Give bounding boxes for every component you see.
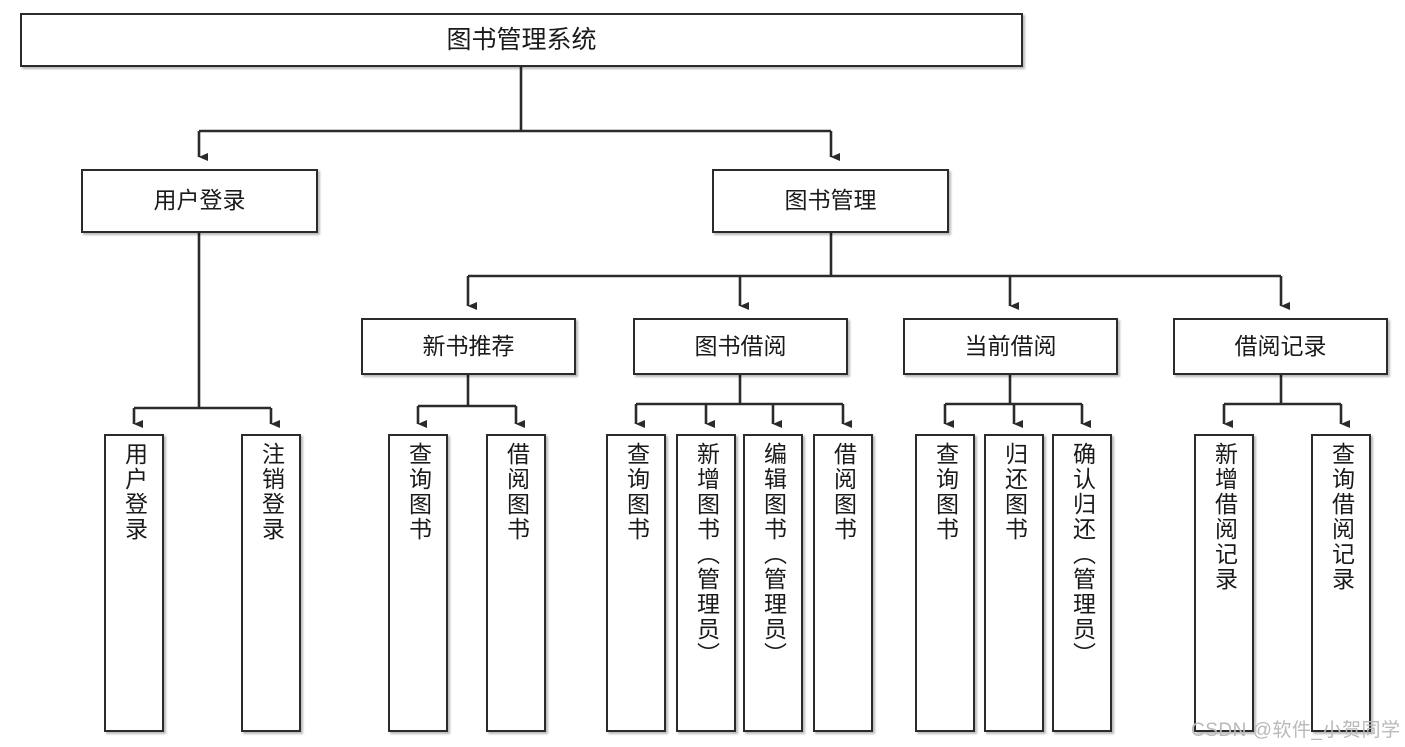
node-label: 新书推荐	[422, 332, 515, 359]
node-book-management[interactable]: 图书管理	[712, 169, 949, 233]
node-label: 用户登录	[153, 187, 246, 214]
node-new-book-recommend[interactable]: 新书推荐	[361, 318, 576, 375]
node-label: 图书借阅	[694, 332, 787, 359]
node-label: 图书管理系统	[446, 26, 597, 54]
leaf-current-confirm-return[interactable]: 确认归还（管理员）	[1052, 434, 1112, 732]
node-book-borrow[interactable]: 图书借阅	[633, 318, 848, 375]
leaf-new-book-borrow[interactable]: 借阅图书	[486, 434, 546, 732]
leaf-borrow-edit-book[interactable]: 编辑图书（管理员）	[743, 434, 803, 732]
node-label: 查询图书	[932, 442, 959, 542]
node-label: 用户登录	[121, 442, 148, 542]
leaf-record-query[interactable]: 查询借阅记录	[1311, 434, 1371, 732]
leaf-borrow-add-book[interactable]: 新增图书（管理员）	[676, 434, 736, 732]
node-borrow-record[interactable]: 借阅记录	[1173, 318, 1388, 375]
node-label: 查询借阅记录	[1328, 442, 1355, 592]
node-label: 注销登录	[258, 442, 285, 542]
node-label: 借阅图书	[830, 442, 857, 542]
leaf-borrow-query-book[interactable]: 查询图书	[606, 434, 666, 732]
node-root-library-system[interactable]: 图书管理系统	[20, 13, 1023, 67]
node-label: 查询图书	[405, 442, 432, 542]
node-label: 图书管理	[784, 187, 877, 214]
node-user-login[interactable]: 用户登录	[81, 169, 318, 233]
node-label: 新增借阅记录	[1211, 442, 1238, 592]
leaf-current-query-book[interactable]: 查询图书	[915, 434, 975, 732]
csdn-watermark: CSDN @软件_小贺同学	[1191, 720, 1401, 741]
leaf-record-add[interactable]: 新增借阅记录	[1194, 434, 1254, 732]
node-label: 编辑图书（管理员）	[760, 442, 787, 667]
node-label: 当前借阅	[964, 332, 1057, 359]
leaf-new-book-query[interactable]: 查询图书	[388, 434, 448, 732]
node-current-borrow[interactable]: 当前借阅	[903, 318, 1118, 375]
node-label: 查询图书	[623, 442, 650, 542]
node-label: 借阅记录	[1234, 332, 1327, 359]
leaf-user-login-signin[interactable]: 用户登录	[104, 434, 164, 732]
node-label: 归还图书	[1001, 442, 1028, 542]
node-label: 新增图书（管理员）	[693, 442, 720, 667]
leaf-current-return-book[interactable]: 归还图书	[984, 434, 1044, 732]
leaf-borrow-borrow-book[interactable]: 借阅图书	[813, 434, 873, 732]
node-label: 借阅图书	[503, 442, 530, 542]
node-label: 确认归还（管理员）	[1069, 442, 1096, 667]
leaf-user-login-signout[interactable]: 注销登录	[241, 434, 301, 732]
